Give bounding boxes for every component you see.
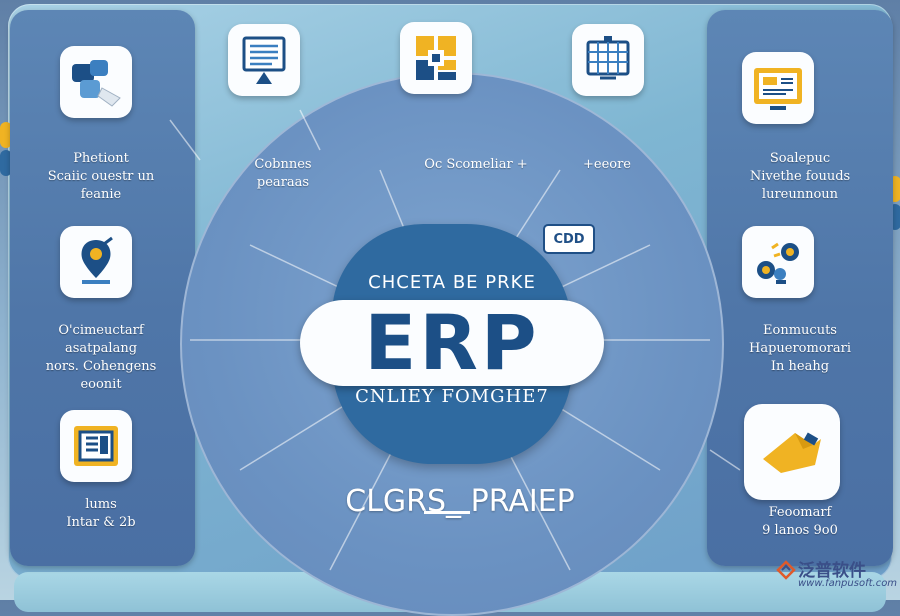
edge-accent	[889, 176, 900, 202]
erp-pill[interactable]: ERP	[300, 300, 604, 386]
presentation-board-icon	[242, 36, 286, 84]
top-item-label-2: Oc Scomeliar +	[424, 157, 528, 172]
edge-accent	[889, 204, 900, 230]
edge-accent	[0, 122, 12, 148]
top-icon-card-3[interactable]	[572, 24, 644, 96]
erp-title: ERP	[364, 298, 540, 387]
left-item-label-3: lums Intar & 2b	[66, 497, 136, 530]
right-icon-card-1[interactable]	[742, 52, 814, 124]
right-item-label-2: Eonmucuts Hapueromorari In heahg	[748, 323, 851, 374]
calendar-grid-icon	[586, 36, 630, 80]
left-item-label-1: Phetiont Scaiic ouestr un feanie	[47, 151, 155, 202]
folder-arrow-icon	[763, 432, 821, 473]
watermark-brand: 泛普软件	[798, 561, 866, 581]
right-icon-card-2[interactable]	[742, 226, 814, 298]
bottom-underline	[424, 511, 470, 514]
left-item-label-2: O'cimeuctarf asatpalang nors. Cohengens …	[45, 323, 157, 392]
document-box-icon	[74, 426, 118, 466]
top-item-label-3: +eeore	[582, 157, 631, 172]
puzzle-pieces-icon	[72, 60, 121, 107]
top-icon-card-2[interactable]	[400, 22, 472, 94]
top-icon-card-1[interactable]	[228, 24, 300, 96]
hub-top-text: CHCETA BE PRKE	[368, 272, 536, 293]
grid-blocks-icon	[416, 36, 456, 80]
watermark-url: www.fanpusoft.com	[798, 578, 898, 589]
dashboard-screen-icon	[754, 68, 802, 110]
brand-logo-icon	[776, 560, 796, 580]
edge-accent	[0, 150, 12, 176]
right-item-label-1: Soalepuc Nivethe fouuds lureunnoun	[749, 151, 851, 202]
right-item-label-3: Feoomarf 9 lanos 9o0	[762, 505, 838, 538]
location-pin-icon	[81, 236, 113, 284]
people-network-icon	[757, 242, 799, 284]
top-item-label-1: Cobnnes pearaas	[254, 157, 312, 190]
left-icon-card-2[interactable]	[60, 226, 132, 298]
left-icon-card-3[interactable]	[60, 410, 132, 482]
hub-badge: CDD	[543, 224, 595, 254]
left-icon-card-1[interactable]	[60, 46, 132, 118]
hub-sub-text: CNLIEY FOMGHE7	[355, 386, 549, 407]
right-icon-card-3[interactable]	[744, 404, 840, 500]
watermark: 泛普软件 www.fanpusoft.com	[776, 556, 898, 598]
